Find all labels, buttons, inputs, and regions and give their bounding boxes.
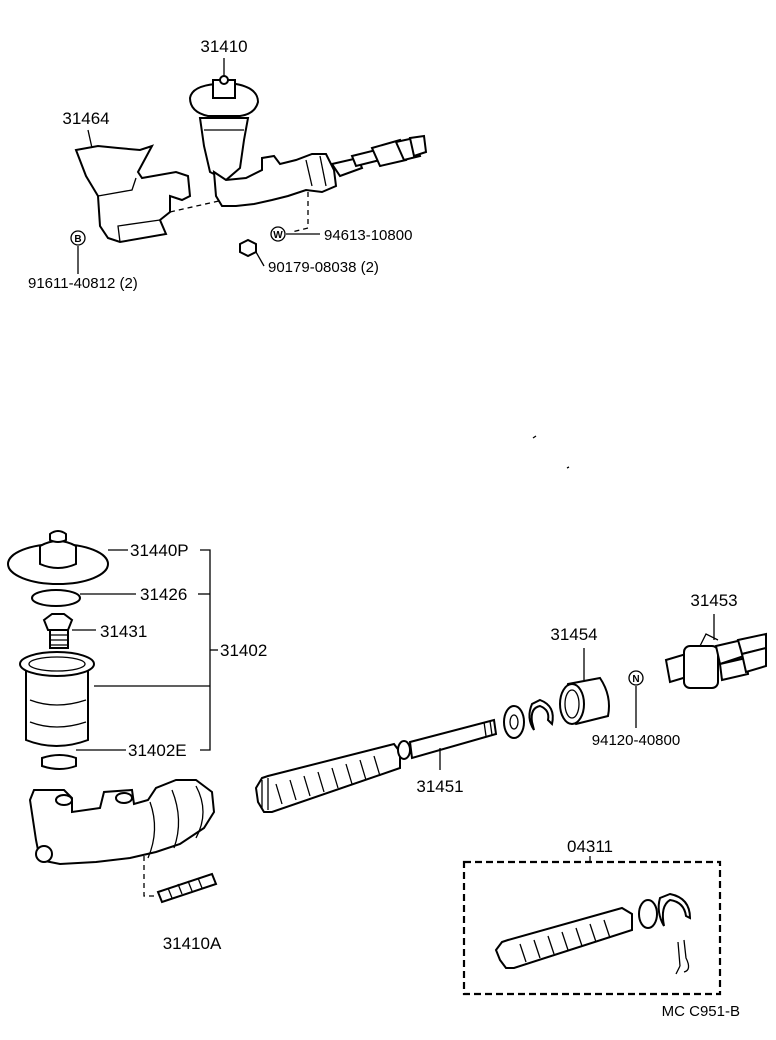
symbol-w: W (270, 226, 286, 242)
master-cylinder-assembly-upper (74, 75, 428, 244)
boot-31454 (559, 676, 610, 726)
nut-90179 (239, 238, 257, 258)
label-31402e: 31402E (128, 741, 187, 760)
filter-31431 (42, 613, 74, 649)
cylinder-body-lower (28, 779, 216, 897)
reference-code: MC C951-B (662, 1003, 740, 1020)
symbol-n: N (628, 670, 644, 686)
washer-pair (503, 698, 554, 739)
label-94613-10800: 94613-10800 (324, 227, 412, 244)
bracket-31464 (74, 144, 192, 244)
label-31451: 31451 (416, 777, 463, 796)
label-31464: 31464 (62, 109, 109, 128)
symbol-n-text: N (632, 674, 639, 685)
label-90179-08038: 90179-08038 (2) (268, 259, 379, 276)
label-31454: 31454 (550, 625, 597, 644)
symbol-b: B (70, 230, 86, 246)
kit-snap-ring (657, 892, 692, 927)
kit-washer (638, 899, 658, 929)
reservoir-31402 (19, 651, 95, 747)
grommet-31402e (41, 754, 77, 770)
label-31431: 31431 (100, 622, 147, 641)
pushrod-clevis-31453 (664, 632, 767, 689)
cylinder-body-upper (212, 153, 338, 207)
reservoir-body-upper (198, 117, 250, 182)
label-31410: 31410 (200, 37, 247, 56)
seal-31426 (31, 589, 81, 607)
symbol-w-text: W (273, 230, 283, 241)
label-31426: 31426 (140, 585, 187, 604)
piston-31451 (254, 718, 498, 813)
label-04311: 04311 (567, 837, 613, 856)
reservoir-cap-upper (188, 83, 260, 117)
stud-bolt-31410a (156, 872, 218, 904)
label-31402: 31402 (220, 641, 267, 660)
label-31410a: 31410A (163, 934, 222, 953)
label-31440p: 31440P (130, 541, 189, 560)
label-31453: 31453 (690, 591, 737, 610)
symbol-b-text: B (74, 234, 81, 245)
kit-clip (675, 939, 690, 975)
kit-boundary-04311 (462, 860, 722, 996)
kit-piston (494, 906, 633, 969)
label-91611-40812: 91611-40812 (2) (28, 275, 138, 292)
reservoir-cap-31440p (7, 530, 109, 585)
label-94120-40800: 94120-40800 (592, 732, 680, 749)
